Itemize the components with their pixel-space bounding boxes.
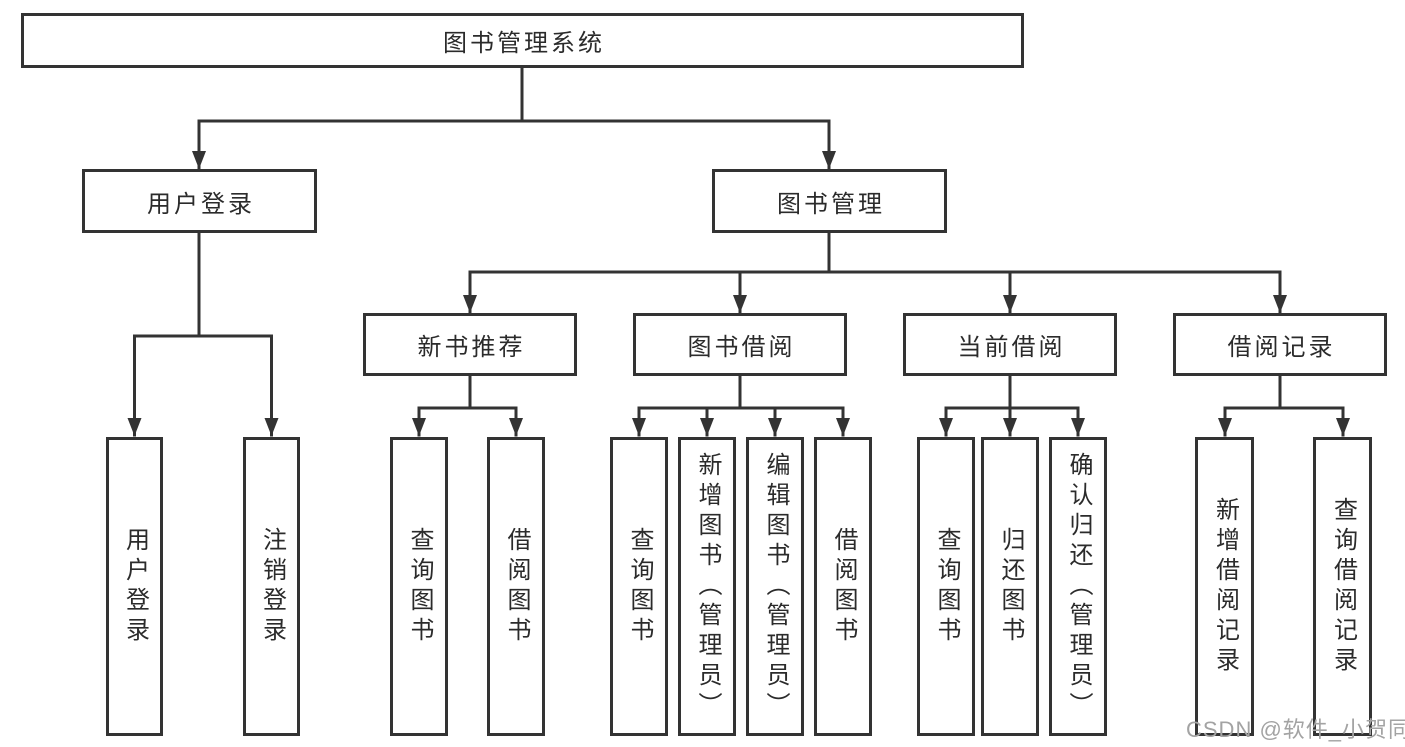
leaf-borrow-edit-book: 编辑图书（管理员） [746,437,804,736]
branch-book-borrow [632,374,850,437]
leaf-user-login: 用户登录 [106,437,163,736]
node-book-management: 图书管理 [712,169,947,233]
branch-book-management [463,231,1287,314]
watermark-text: CSDN @软件_小贺同学 [1186,717,1405,742]
leaf-borrow-add-book: 新增图书（管理员） [678,437,736,736]
leaf-records-query-record: 查询借阅记录 [1313,437,1372,736]
branch-current-borrow [939,374,1085,437]
leaf-borrow-query-book: 查询图书 [610,437,668,736]
leaf-records-add-record: 新增借阅记录 [1195,437,1254,736]
leaf-current-query-book: 查询图书 [917,437,975,736]
leaf-newbook-query-book: 查询图书 [390,437,448,736]
leaf-current-confirm-return: 确认归还（管理员） [1049,437,1107,736]
node-borrow-records: 借阅记录 [1173,313,1387,376]
branch-borrow-records [1218,374,1350,437]
node-user-login: 用户登录 [82,169,317,233]
branch-root [192,66,836,170]
node-new-book-recommend: 新书推荐 [363,313,577,376]
leaf-newbook-borrow-book: 借阅图书 [487,437,545,736]
branch-user-login [127,231,279,437]
leaf-logout-login: 注销登录 [243,437,300,736]
node-current-borrow: 当前借阅 [903,313,1117,376]
leaf-current-return-book: 归还图书 [981,437,1039,736]
branch-new-book-recommend [412,374,523,437]
node-book-borrow: 图书借阅 [633,313,847,376]
node-root: 图书管理系统 [21,13,1024,68]
leaf-borrow-borrow-book: 借阅图书 [814,437,872,736]
